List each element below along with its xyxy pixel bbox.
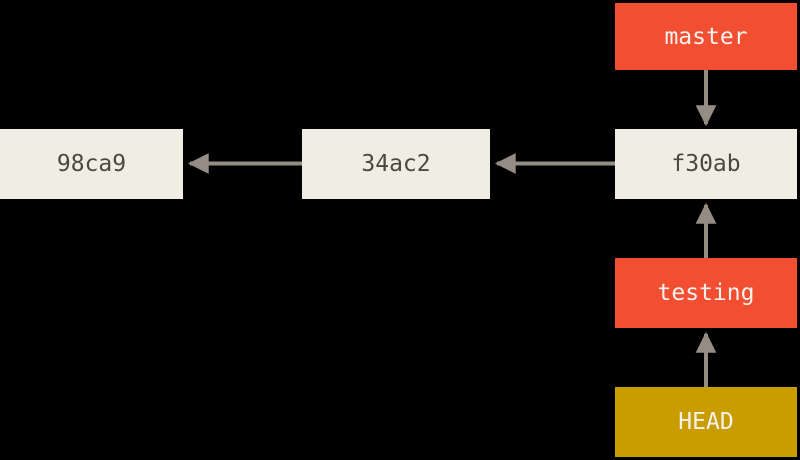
head-label: HEAD: [678, 409, 734, 435]
branch-label: master: [664, 23, 748, 50]
branch-box-testing: testing: [615, 258, 797, 328]
commit-id: f30ab: [671, 151, 741, 177]
commit-id: 34ac2: [361, 151, 431, 177]
commit-id: 98ca9: [56, 151, 127, 177]
commit-box-34ac2: 34ac2: [302, 129, 490, 199]
head-box: HEAD: [615, 387, 797, 457]
branch-box-master: master: [615, 3, 797, 70]
commit-box-98ca9: 98ca9: [0, 129, 183, 199]
commit-box-f30ab: f30ab: [615, 129, 797, 199]
branch-label: testing: [657, 280, 755, 306]
